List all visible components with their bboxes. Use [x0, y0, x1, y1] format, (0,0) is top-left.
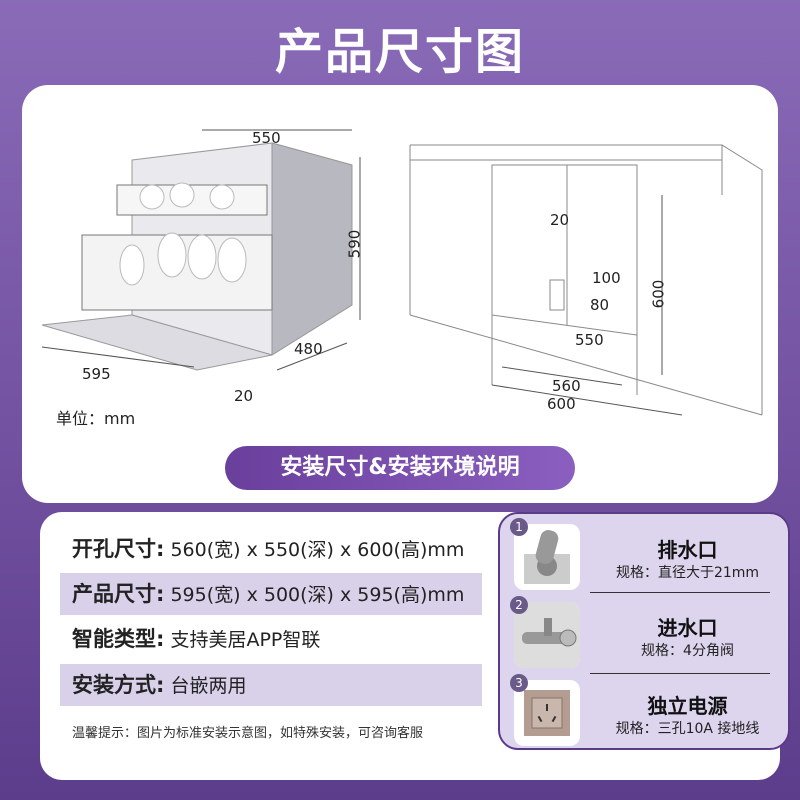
angle-valve-icon	[514, 602, 580, 668]
label-cutout-width: 560	[552, 377, 581, 395]
label-depth: 480	[294, 340, 323, 358]
dimension-diagram	[41, 129, 763, 416]
label-gap: 20	[234, 387, 254, 405]
spec-label: 产品尺寸:	[72, 582, 165, 606]
step-badge: 3	[510, 674, 528, 692]
label-front-width: 595	[82, 365, 111, 383]
tip-text: 温馨提示：图片为标准安装示意图，如特殊安装，可咨询客服	[72, 726, 424, 741]
spec-row: 智能类型: 支持美居APP智联	[60, 618, 482, 660]
label-cutout-depth: 550	[575, 331, 604, 349]
spec-row: 安装方式: 台嵌两用	[60, 664, 482, 706]
spec-value: 支持美居APP智联	[170, 629, 321, 651]
requirement-name: 进水口	[657, 616, 718, 640]
label-height: 590	[345, 229, 364, 259]
label-width: 550	[252, 129, 281, 147]
requirement-name: 独立电源	[647, 694, 728, 718]
power-socket-icon	[514, 680, 580, 746]
cabinet-illustration	[409, 144, 763, 416]
step-badge: 1	[510, 518, 528, 536]
section-banner: 安装尺寸&安装环境说明	[225, 446, 575, 490]
label-cabinet-width: 600	[547, 395, 576, 413]
requirement-spec: 规格：直径大于21mm	[615, 565, 760, 581]
requirement-name: 排水口	[657, 538, 718, 562]
unit-label: 单位：mm	[56, 409, 136, 428]
label-top-gap: 20	[550, 211, 570, 229]
floor-drain-icon	[514, 524, 580, 590]
requirement-spec: 规格：三孔10A 接地线	[615, 721, 760, 737]
spec-value: 595(宽) x 500(深) x 595(高)mm	[170, 584, 465, 606]
spec-row: 开孔尺寸: 560(宽) x 550(深) x 600(高)mm	[60, 528, 482, 570]
spec-row: 产品尺寸: 595(宽) x 500(深) x 595(高)mm	[60, 573, 482, 615]
spec-label: 安装方式:	[72, 673, 165, 697]
requirement-spec: 规格：4分角阀	[641, 643, 734, 659]
label-cutout-height: 600	[649, 279, 668, 309]
requirements-panel: 1 排水口 规格：直径大于21mm 2 进水口 规格：4分角阀 3 独立电源 规…	[498, 512, 790, 750]
spec-value: 台嵌两用	[170, 675, 247, 697]
dimension-card: 550 590 595 480 20 单位：mm 20 100 80 550 5…	[22, 85, 778, 503]
requirement-item: 1 排水口 规格：直径大于21mm	[500, 518, 790, 596]
spec-value: 560(宽) x 550(深) x 600(高)mm	[170, 539, 465, 561]
label-pipe-height: 100	[592, 269, 621, 287]
spec-label: 开孔尺寸:	[72, 537, 165, 561]
spec-label: 智能类型:	[72, 627, 165, 651]
requirement-item: 2 进水口 规格：4分角阀	[500, 596, 790, 674]
requirement-item: 3 独立电源 规格：三孔10A 接地线	[500, 674, 790, 752]
dishwasher-illustration	[41, 142, 353, 371]
divider	[590, 673, 770, 674]
divider	[590, 592, 770, 593]
step-badge: 2	[510, 596, 528, 614]
page-title: 产品尺寸图	[274, 24, 525, 80]
label-pipe-offset: 80	[590, 296, 610, 314]
